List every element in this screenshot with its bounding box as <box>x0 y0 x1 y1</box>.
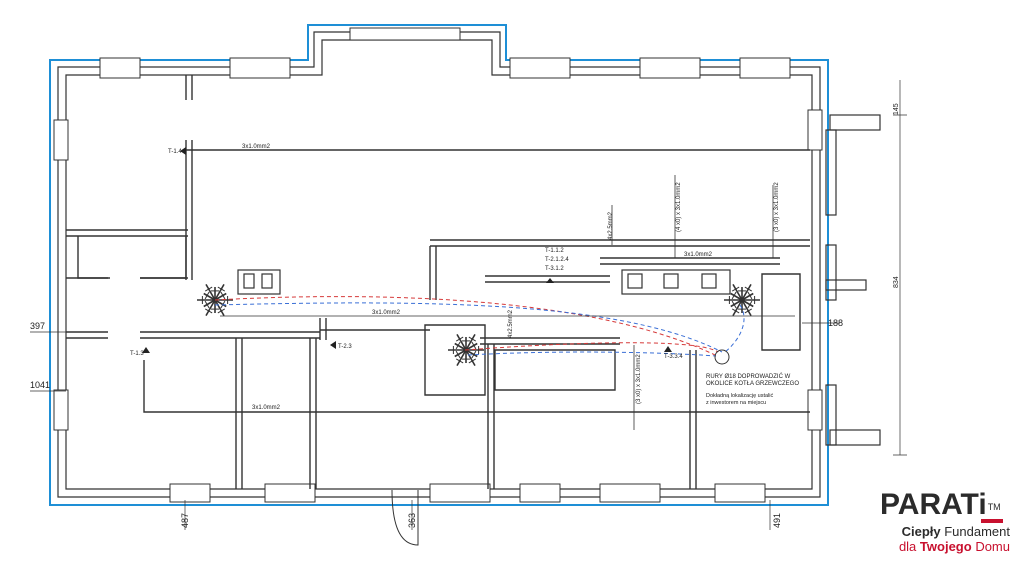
thermostat-t334-label: T-3.3.4 <box>664 354 683 360</box>
cable-label-bottom: 3x1.0mm2 <box>252 405 281 411</box>
vertical-cable-label-1: 4x2.5mm2 <box>608 211 614 240</box>
thermostat-t23-label: T-2.3 <box>338 344 352 350</box>
dimension-lines <box>30 80 907 530</box>
cable-label-top: 3x1.0mm2 <box>242 144 271 150</box>
fan-symbol <box>197 284 233 316</box>
logo-tagline-2: dla Twojego Domu <box>880 539 1010 554</box>
dimension-397: 397 <box>30 321 45 331</box>
cable-label-mid-right: 3x1.0mm2 <box>684 252 713 258</box>
dimension-487: 487 <box>180 513 190 528</box>
thermostat-markers <box>142 147 672 353</box>
logo-trademark: TM <box>987 502 1001 512</box>
vertical-cable-label-3: (3 x0) x 3x1.0mm2 <box>774 182 780 232</box>
building-outline <box>49 24 829 506</box>
note-line-4: z inwestorem na miejscu <box>706 400 766 406</box>
vertical-cable-label-4: 4x2.5mm2 <box>508 309 514 338</box>
thermostat-t14-label: T-1.4 <box>168 149 182 155</box>
cable-lines <box>192 149 810 430</box>
exterior-walls <box>53 27 823 503</box>
cable-label-center: 3x1.0mm2 <box>372 310 401 316</box>
thermostat-group-label-1: T-1.1.2 <box>545 248 564 254</box>
vertical-cable-label-5: (3 x0) x 3x1.0mm2 <box>636 354 642 404</box>
logo-tagline-word-fundament: Fundament <box>944 524 1010 539</box>
thermostat-t13-label: T-1.3 <box>130 351 144 357</box>
logo-tagline-word-twojego: Twojego <box>919 539 972 554</box>
logo-tagline-word-cieply: Ciepły <box>901 524 941 539</box>
thermostat-group-label-2: T-2.1.2.4 <box>545 257 569 263</box>
logo-word-last: i <box>978 488 987 521</box>
heater-units <box>237 269 731 295</box>
fan-symbols <box>197 284 760 366</box>
note-line-3: Dokładną lokalizację ustalić <box>706 393 774 399</box>
boiler-marker <box>714 349 730 365</box>
logo-word-main: PARAT <box>880 488 979 521</box>
interior-walls <box>66 75 810 489</box>
note-line-2: OKOLICE KOTŁA GRZEWCZEGO <box>706 381 799 387</box>
dimension-145: 145 <box>893 103 900 115</box>
thermostat-group-label-3: T-3.1.2 <box>545 266 564 272</box>
fan-symbol <box>724 284 760 316</box>
fan-symbol <box>448 334 484 366</box>
door-arc <box>391 489 419 546</box>
vertical-cable-label-2: (4 x0) x 3x1.0mm2 <box>676 182 682 232</box>
note-line-1: RURY Ø18 DOPROWADZIĆ W <box>706 373 791 380</box>
plan-text-labels: 3x1.0mm2 3x1.0mm2 3x1.0mm2 3x1.0mm2 T-1.… <box>30 103 900 528</box>
logo-tagline-word-dla: dla <box>898 539 917 554</box>
pipe-routes <box>214 296 745 357</box>
dimension-363: 363 <box>407 513 417 528</box>
logo-accent-bar <box>981 519 1003 523</box>
terrace-steps <box>825 114 881 446</box>
dimension-834: 834 <box>893 276 900 288</box>
dimension-491: 491 <box>772 513 782 528</box>
logo-tagline-word-domu: Domu <box>975 539 1010 554</box>
dimension-1041: 1041 <box>30 380 50 390</box>
dimension-188: 188 <box>828 318 843 328</box>
logo-tagline-1: Ciepły Fundament <box>880 524 1010 539</box>
